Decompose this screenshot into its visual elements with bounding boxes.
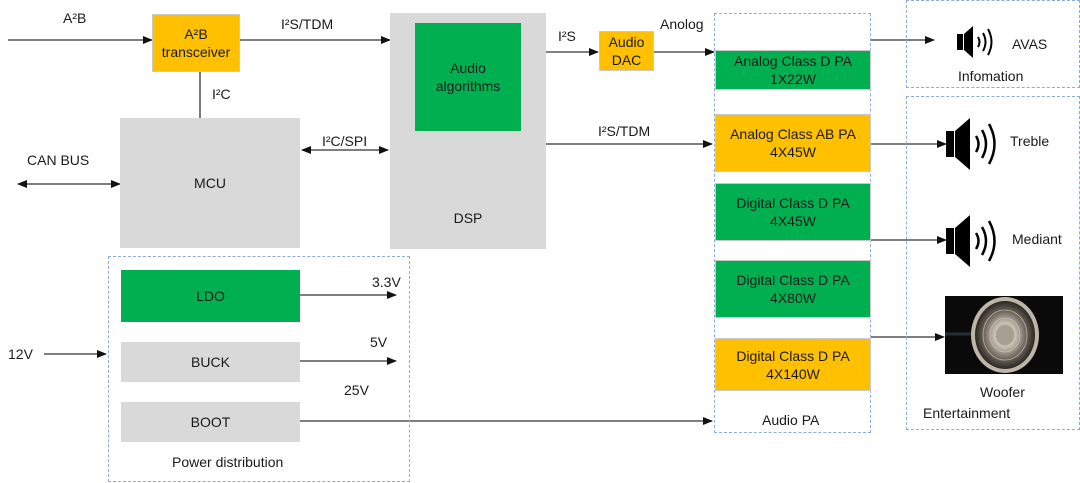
- i2s-tdm-label-mid: I²S/TDM: [598, 123, 651, 139]
- woofer-label: Woofer: [980, 384, 1025, 400]
- i2c-label: I²C: [212, 86, 231, 102]
- audio-pa-label: Audio PA: [762, 412, 820, 428]
- treble-label: Treble: [1010, 133, 1050, 149]
- v5-label: 5V: [370, 334, 388, 350]
- pa-digital-class-d-4x140w: Digital Class D PA 4X140W: [715, 338, 871, 391]
- audio-algorithms-block: Audio algorithms: [415, 23, 521, 131]
- speaker-avas-icon: [957, 26, 993, 58]
- a2b-input-label: A²B: [63, 10, 87, 26]
- i2s-tdm-label-top: I²S/TDM: [281, 16, 334, 32]
- pa-digital-class-d-4x80w: Digital Class D PA 4X80W: [715, 260, 871, 318]
- power-distribution-group: [108, 256, 410, 482]
- speaker-mediant-icon: [946, 215, 996, 267]
- dsp-label: DSP: [453, 210, 483, 226]
- avas-label: AVAS: [1012, 36, 1048, 52]
- i2c-spi-label: I²C/SPI: [322, 133, 368, 149]
- pa-digital-class-d-4x45w: Digital Class D PA 4X45W: [715, 183, 871, 241]
- anolog-label: Anolog: [660, 16, 704, 32]
- buck-block: BUCK: [121, 342, 300, 382]
- pa-analog-class-ab-4x45w: Analog Class AB PA 4X45W: [715, 114, 871, 172]
- audio-dac-block: Audio DAC: [599, 31, 654, 71]
- power-distribution-label: Power distribution: [172, 454, 284, 470]
- entertainment-label: Entertainment: [923, 405, 1011, 421]
- v3-3-label: 3.3V: [372, 274, 401, 290]
- a2b-transceiver-block: A²B transceiver: [152, 14, 240, 72]
- information-label: Infomation: [958, 68, 1024, 84]
- v12-input-label: 12V: [8, 346, 33, 362]
- mcu-block: MCU: [120, 118, 300, 248]
- can-bus-label: CAN BUS: [27, 152, 90, 168]
- mediant-label: Mediant: [1012, 231, 1062, 247]
- woofer-image: [945, 296, 1063, 374]
- pa-analog-class-d-1x22w: Analog Class D PA 1X22W: [715, 50, 871, 90]
- ldo-block: LDO: [121, 270, 300, 322]
- i2s-label: I²S: [558, 28, 576, 44]
- v25-label: 25V: [344, 382, 369, 398]
- speaker-treble-icon: [946, 118, 996, 170]
- boot-block: BOOT: [121, 402, 300, 442]
